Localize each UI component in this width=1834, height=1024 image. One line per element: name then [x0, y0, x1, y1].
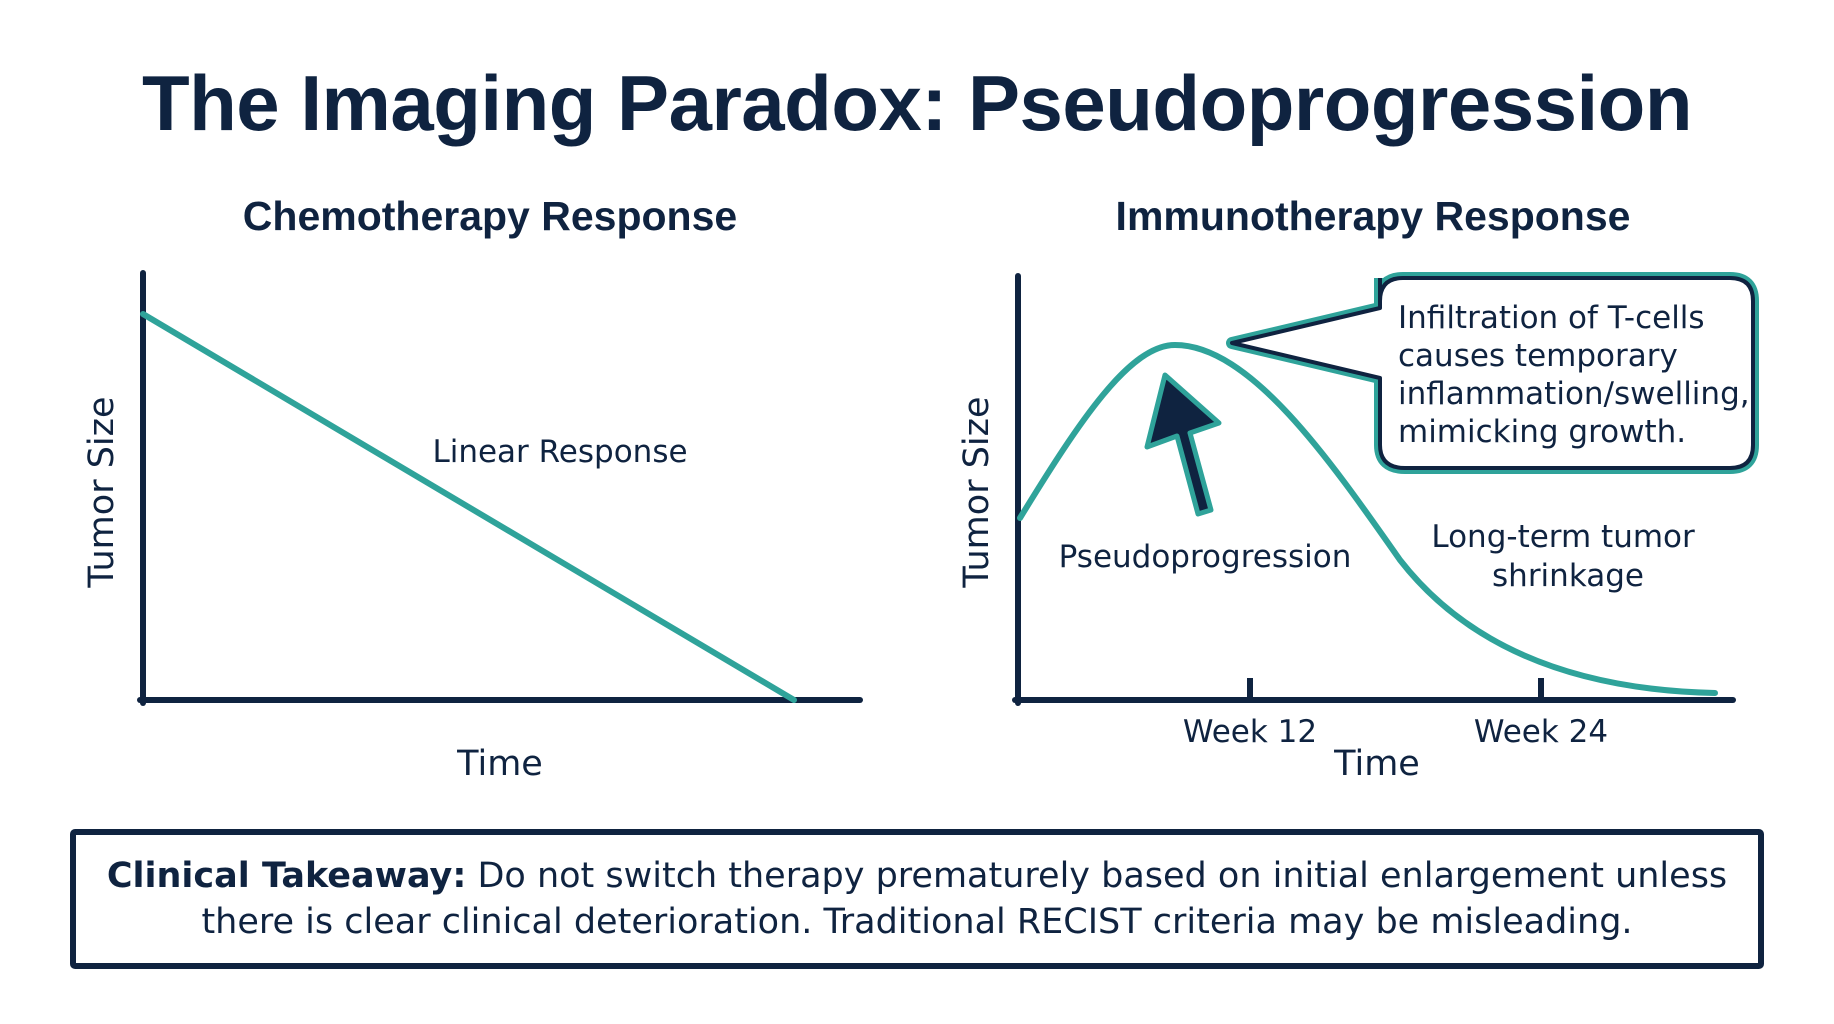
- long-term-shrinkage-label: Long-term tumor shrinkage: [1431, 519, 1704, 594]
- right-x-axis-label: Time: [1333, 744, 1420, 784]
- page-title: The Imaging Paradox: Pseudoprogression: [142, 59, 1692, 147]
- callout-text: Infiltration of T-cells causes temporary…: [1398, 300, 1759, 450]
- week-24-tick-label: Week 24: [1474, 714, 1608, 750]
- clinical-takeaway-label: Clinical Takeaway:: [106, 856, 467, 896]
- immunotherapy-response-curve: [1017, 341, 1718, 696]
- clinical-takeaway-body: Do not switch therapy prematurely based …: [201, 856, 1728, 942]
- callout-inner-border: [1230, 276, 1755, 470]
- pseudoprogression-label: Pseudoprogression: [1059, 539, 1352, 575]
- immunotherapy-heading: Immunotherapy Response: [1116, 193, 1631, 239]
- linear-response-label: Linear Response: [432, 434, 687, 470]
- clinical-takeaway-text: Clinical Takeaway: Do not switch therapy…: [106, 853, 1728, 945]
- clinical-takeaway-box: Clinical Takeaway: Do not switch therapy…: [70, 829, 1764, 969]
- right-y-axis-label: Tumor Size: [957, 396, 997, 588]
- left-x-axis-label: Time: [456, 744, 543, 784]
- linear-response-line: [140, 311, 797, 703]
- immunotherapy-panel: Immunotherapy Response Week 12 Week 24 T…: [957, 193, 1759, 784]
- week-12-tick-label: Week 12: [1183, 714, 1317, 750]
- up-arrow-icon: [1144, 372, 1222, 517]
- t-cell-callout: Infiltration of T-cells causes temporary…: [1226, 272, 1759, 474]
- chemotherapy-heading: Chemotherapy Response: [243, 193, 737, 239]
- left-y-axis-label: Tumor Size: [82, 396, 122, 588]
- chemotherapy-panel: Chemotherapy Response Tumor Size Time Li…: [82, 193, 863, 784]
